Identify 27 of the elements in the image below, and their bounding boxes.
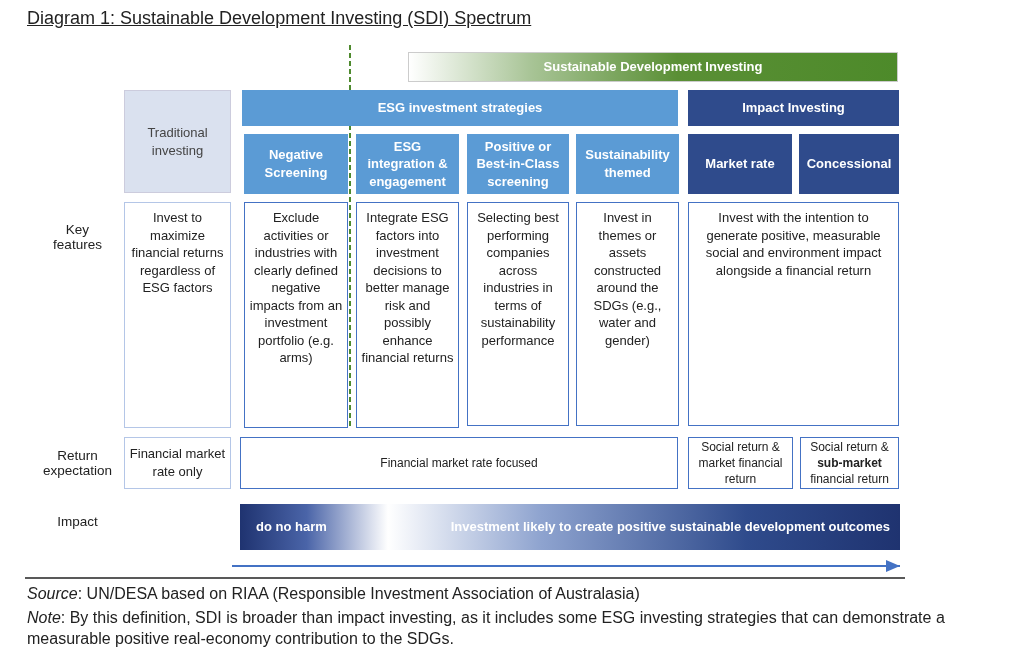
return-box: Social return & sub-market financial return xyxy=(800,437,899,489)
feature-box: Invest in themes or assets constructed around the SDGs (e.g., water and gender) xyxy=(576,202,679,426)
source-note: Source: UN/DESA based on RIAA (Responsible Investment Association of Australasia) xyxy=(27,585,641,603)
row-label: Return expectation xyxy=(41,448,114,478)
category-header: ESG integration & engagement xyxy=(356,134,459,194)
feature-box: Exclude activities or industries with clearly defined negative impacts from an investment portfolio (e.g. arms) xyxy=(244,202,348,428)
category-banner: Sustainable Development Investing xyxy=(408,52,898,82)
feature-box: Selecting best performing companies across industries in terms of sustainability performance xyxy=(467,202,569,426)
row-label: Impact xyxy=(56,514,99,529)
return-box: Financial market rate focused xyxy=(240,437,678,489)
category-header: ESG investment strategies xyxy=(242,90,678,126)
return-box: Social return & market financial return xyxy=(688,437,793,489)
category-header: Sustainability themed xyxy=(576,134,679,194)
category-header: Negative Screening xyxy=(244,134,348,194)
row-label: Key features xyxy=(52,222,103,252)
category-header: Concessional xyxy=(799,134,899,194)
feature-box: Invest with the intention to generate positive, measurable social and environment impact alongside a financial return xyxy=(688,202,899,426)
category-header: Traditional investing xyxy=(124,90,231,193)
feature-box: Invest to maximize financial returns regardless of ESG factors xyxy=(124,202,231,428)
diagram-title: Diagram 1: Sustainable Development Investing (SDI) Spectrum xyxy=(27,8,533,29)
category-header: Positive or Best-in-Class screening xyxy=(467,134,569,194)
category-header: Impact Investing xyxy=(688,90,899,126)
feature-box: Integrate ESG factors into investment decisions to better manage risk and possibly enhance financial returns xyxy=(356,202,459,428)
feature-box: Financial market rate only xyxy=(124,437,231,489)
note-text: Note: By this definition, SDI is broader than impact investing, as it includes some ESG investing strategies that can demonstrate a measurable positive real-economy contribution to the SDGs. xyxy=(27,608,946,649)
impact-bar: do no harm xyxy=(240,504,388,550)
category-header: Market rate xyxy=(688,134,792,194)
